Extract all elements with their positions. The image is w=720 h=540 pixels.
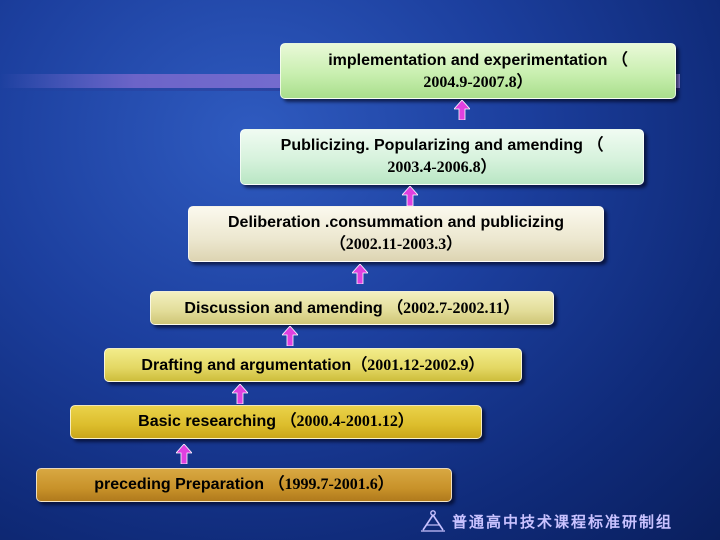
stage-dates: 2000.4-2001.12） xyxy=(296,413,414,430)
stage-dates: 2003.4-2006.8） xyxy=(387,159,497,176)
up-arrow-icon xyxy=(402,186,418,206)
stage-discussion: Discussion and amending （2002.7-2002.11） xyxy=(150,291,554,325)
stage-drafting: Drafting and argumentation（2001.12-2002.… xyxy=(104,348,522,382)
up-arrow-icon xyxy=(352,264,368,284)
footer-title: 普通高中技术课程标准研制组 xyxy=(452,512,674,531)
up-arrow-icon xyxy=(282,326,298,346)
up-arrow-icon xyxy=(454,100,470,120)
up-arrow-icon xyxy=(232,384,248,404)
stage-label: Drafting and argumentation（ xyxy=(141,357,368,374)
up-arrow-icon xyxy=(176,444,192,464)
stage-dates: （2002.11-2003.3） xyxy=(329,236,463,253)
stage-label: Publicizing. Popularizing and amending （ xyxy=(280,137,604,154)
stage-dates: 2001.12-2002.9） xyxy=(367,357,485,374)
stage-implementation: implementation and experimentation （ 200… xyxy=(280,43,676,99)
stage-dates: 2002.7-2002.11） xyxy=(403,300,520,317)
stage-dates: 2004.9-2007.8） xyxy=(423,74,533,91)
stage-deliberation: Deliberation .consummation and publicizi… xyxy=(188,206,604,262)
stage-dates: 1999.7-2001.6） xyxy=(284,476,394,493)
stage-publicizing: Publicizing. Popularizing and amending （… xyxy=(240,129,644,185)
stage-label: preceding Preparation （ xyxy=(94,476,285,493)
stage-label: Basic researching （ xyxy=(138,413,297,430)
stage-label: Discussion and amending （ xyxy=(184,300,404,317)
stage-basic-researching: Basic researching （2000.4-2001.12） xyxy=(70,405,482,439)
compass-logo-icon xyxy=(421,510,445,532)
stage-label: implementation and experimentation （ xyxy=(328,52,628,69)
footer: 普通高中技术课程标准研制组 xyxy=(420,508,673,534)
stage-label: Deliberation .consummation and publicizi… xyxy=(227,214,565,231)
stage-preceding-preparation: preceding Preparation （1999.7-2001.6） xyxy=(36,468,452,502)
